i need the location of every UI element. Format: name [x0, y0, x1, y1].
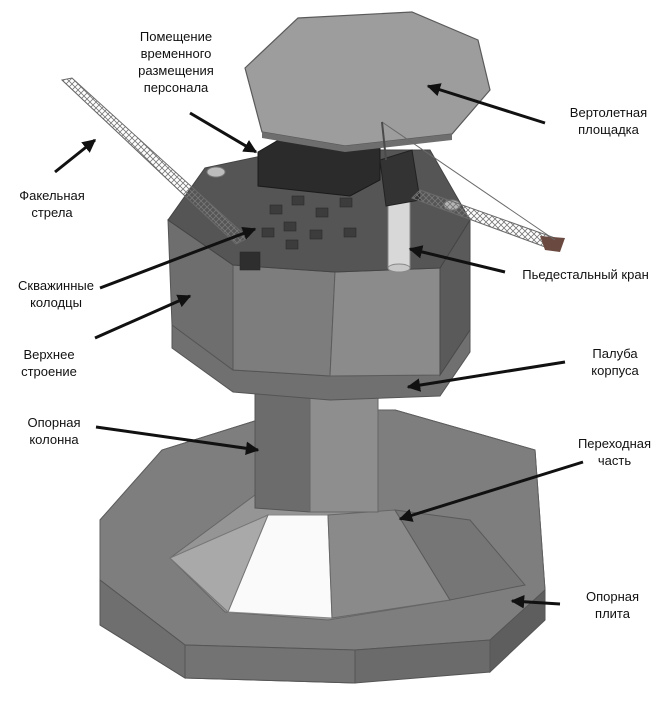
label-topsides: Верхнее строение: [6, 346, 92, 380]
helideck: [245, 12, 490, 152]
support-column: [255, 382, 378, 512]
label-transition: Переходная часть: [567, 435, 662, 469]
label-helipad: Вертолетная площадка: [556, 104, 661, 138]
label-support-column: Опорная колонна: [12, 414, 96, 448]
label-hull-deck: Палуба корпуса: [575, 345, 655, 379]
label-base-slab: Опорная плита: [570, 588, 655, 622]
label-wellheads: Скважинные колодцы: [6, 277, 106, 311]
label-pedestal-crane: Пьедестальный кран: [508, 266, 663, 283]
label-flare-boom: Факельная стрела: [8, 187, 96, 221]
arrow-flare-boom: [55, 140, 95, 172]
arrow-quarters: [190, 113, 256, 152]
label-quarters: Помещение временного размещения персонал…: [120, 28, 232, 96]
